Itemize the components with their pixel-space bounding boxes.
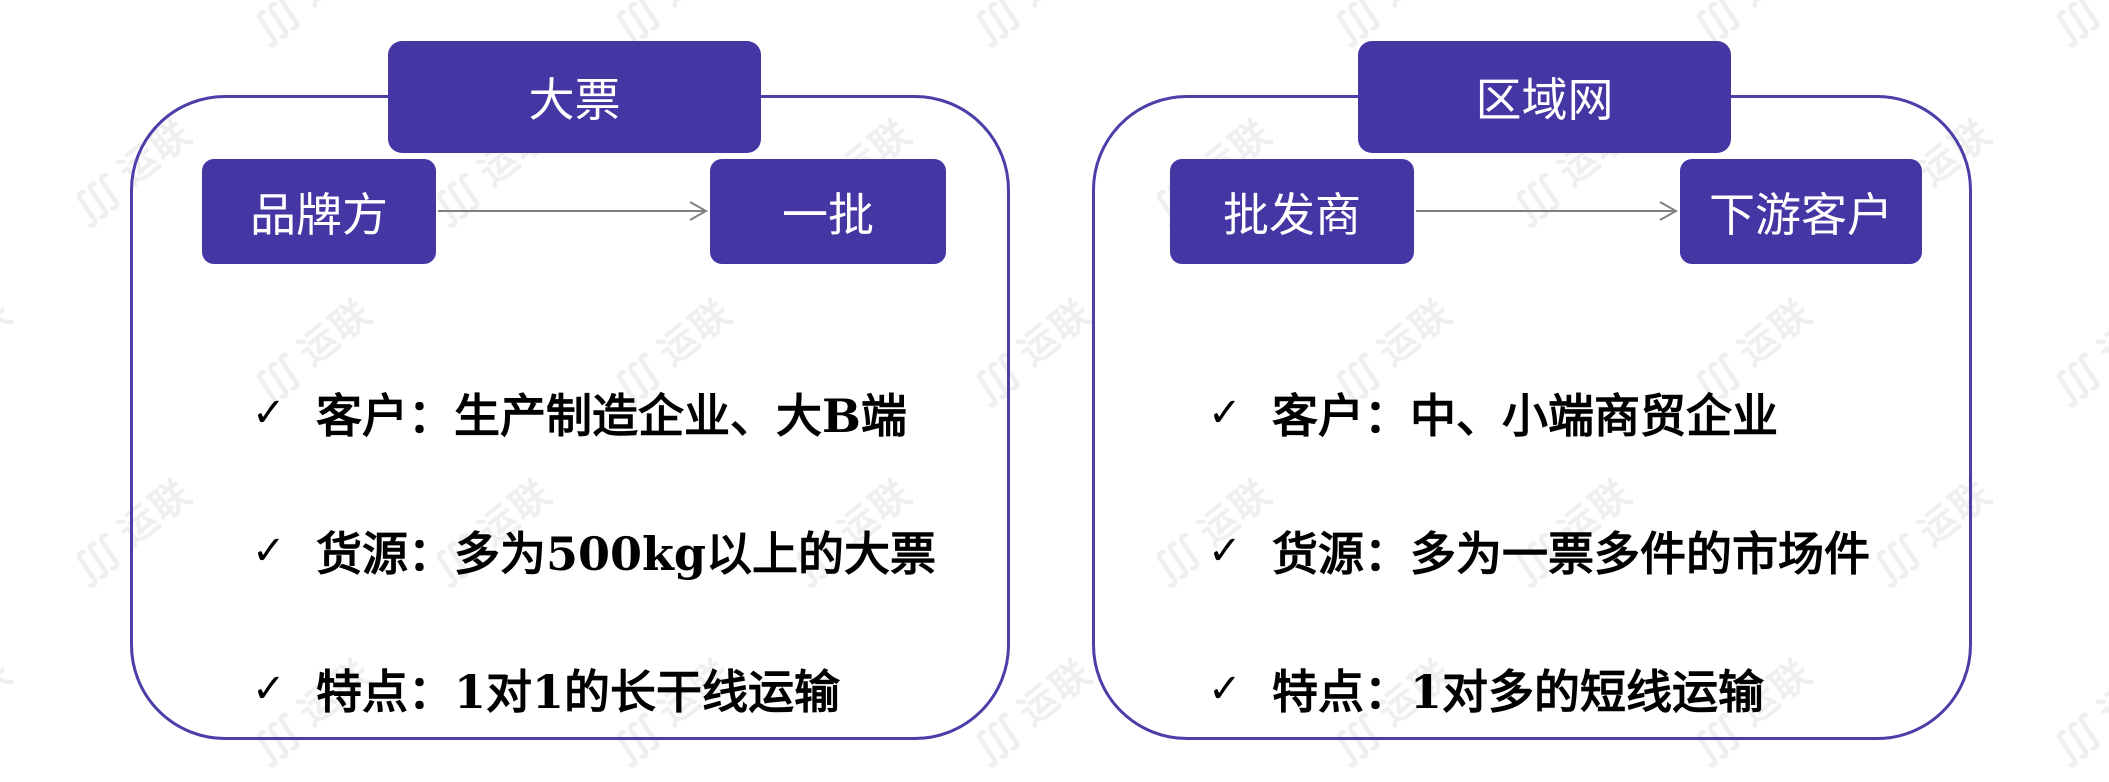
right-bullet-feature: ✓ 特点：1对多的短线运输 [1208,656,1764,722]
checkmark-icon: ✓ [252,528,286,574]
watermark-logo: ∭运联 [0,643,21,772]
watermark-text: 运联 [0,290,21,374]
left-bullet-list: ✓ 客户：生产制造企业、大B端 ✓ 货源：多为500kg以上的大票 ✓ 特点：1… [252,380,952,730]
watermark-logo-icon: ∭ [2043,344,2109,411]
watermark-text: 运联 [1370,0,1460,14]
watermark-text: 运联 [2090,650,2109,734]
right-panel-title: 区域网 [1358,41,1731,153]
watermark-text: 运联 [1010,0,1100,14]
watermark-logo: ∭运联 [2038,0,2109,52]
watermark-logo: ∭运联 [958,0,1102,52]
watermark-text: 运联 [0,0,20,14]
watermark-text: 运联 [2090,290,2109,374]
watermark-logo-icon: ∭ [243,0,311,51]
left-bullet-customer: ✓ 客户：生产制造企业、大B端 [252,380,907,446]
right-arrow-connector [1416,201,1679,221]
right-bullet-feature-text: 特点：1对多的短线运输 [1272,665,1765,719]
watermark-text: 运联 [2090,0,2109,14]
checkmark-icon: ✓ [252,666,286,712]
left-to-node: 一批 [710,159,946,264]
left-arrow-connector [438,201,709,221]
right-bullet-customer-text: 客户：中、小端商贸企业 [1272,389,1778,443]
watermark-logo-icon: ∭ [963,0,1031,51]
watermark-logo-icon: ∭ [63,524,131,591]
right-to-node: 下游客户 [1680,159,1922,264]
left-bullet-customer-text: 客户：生产制造企业、大B端 [316,389,907,443]
watermark-logo: ∭运联 [238,0,382,52]
left-bullet-cargo-text: 货源：多为500kg以上的大票 [316,527,937,581]
checkmark-icon: ✓ [252,390,286,436]
right-bullet-cargo-text: 货源：多为一票多件的市场件 [1272,527,1870,581]
checkmark-icon: ✓ [1208,666,1242,712]
right-from-node: 批发商 [1170,159,1414,264]
watermark-logo-icon: ∭ [2043,704,2109,771]
watermark-logo: ∭运联 [2038,643,2109,772]
watermark-text: 运联 [1010,290,1101,374]
watermark-logo: ∭运联 [2038,283,2109,412]
left-bullet-feature-text: 特点：1对1的长干线运输 [316,665,841,719]
watermark-text: 运联 [1730,0,1820,14]
right-bullet-customer: ✓ 客户：中、小端商贸企业 [1208,380,1778,446]
right-bullet-cargo: ✓ 货源：多为一票多件的市场件 [1208,518,1870,584]
watermark-text: 运联 [0,650,21,734]
watermark-text: 运联 [650,0,740,14]
watermark-logo: ∭运联 [0,0,21,52]
watermark-text: 运联 [1010,650,1101,734]
left-bullet-feature: ✓ 特点：1对1的长干线运输 [252,656,840,722]
left-from-node: 品牌方 [202,159,436,264]
watermark-logo: ∭运联 [0,283,21,412]
watermark-logo-icon: ∭ [2043,0,2109,51]
right-bullet-list: ✓ 客户：中、小端商贸企业 ✓ 货源：多为一票多件的市场件 ✓ 特点：1对多的短… [1208,380,1928,730]
left-panel-title: 大票 [388,41,761,153]
watermark-logo-icon: ∭ [63,164,131,231]
watermark-text: 运联 [290,0,380,14]
checkmark-icon: ✓ [1208,528,1242,574]
left-bullet-cargo: ✓ 货源：多为500kg以上的大票 [252,518,936,584]
checkmark-icon: ✓ [1208,390,1242,436]
